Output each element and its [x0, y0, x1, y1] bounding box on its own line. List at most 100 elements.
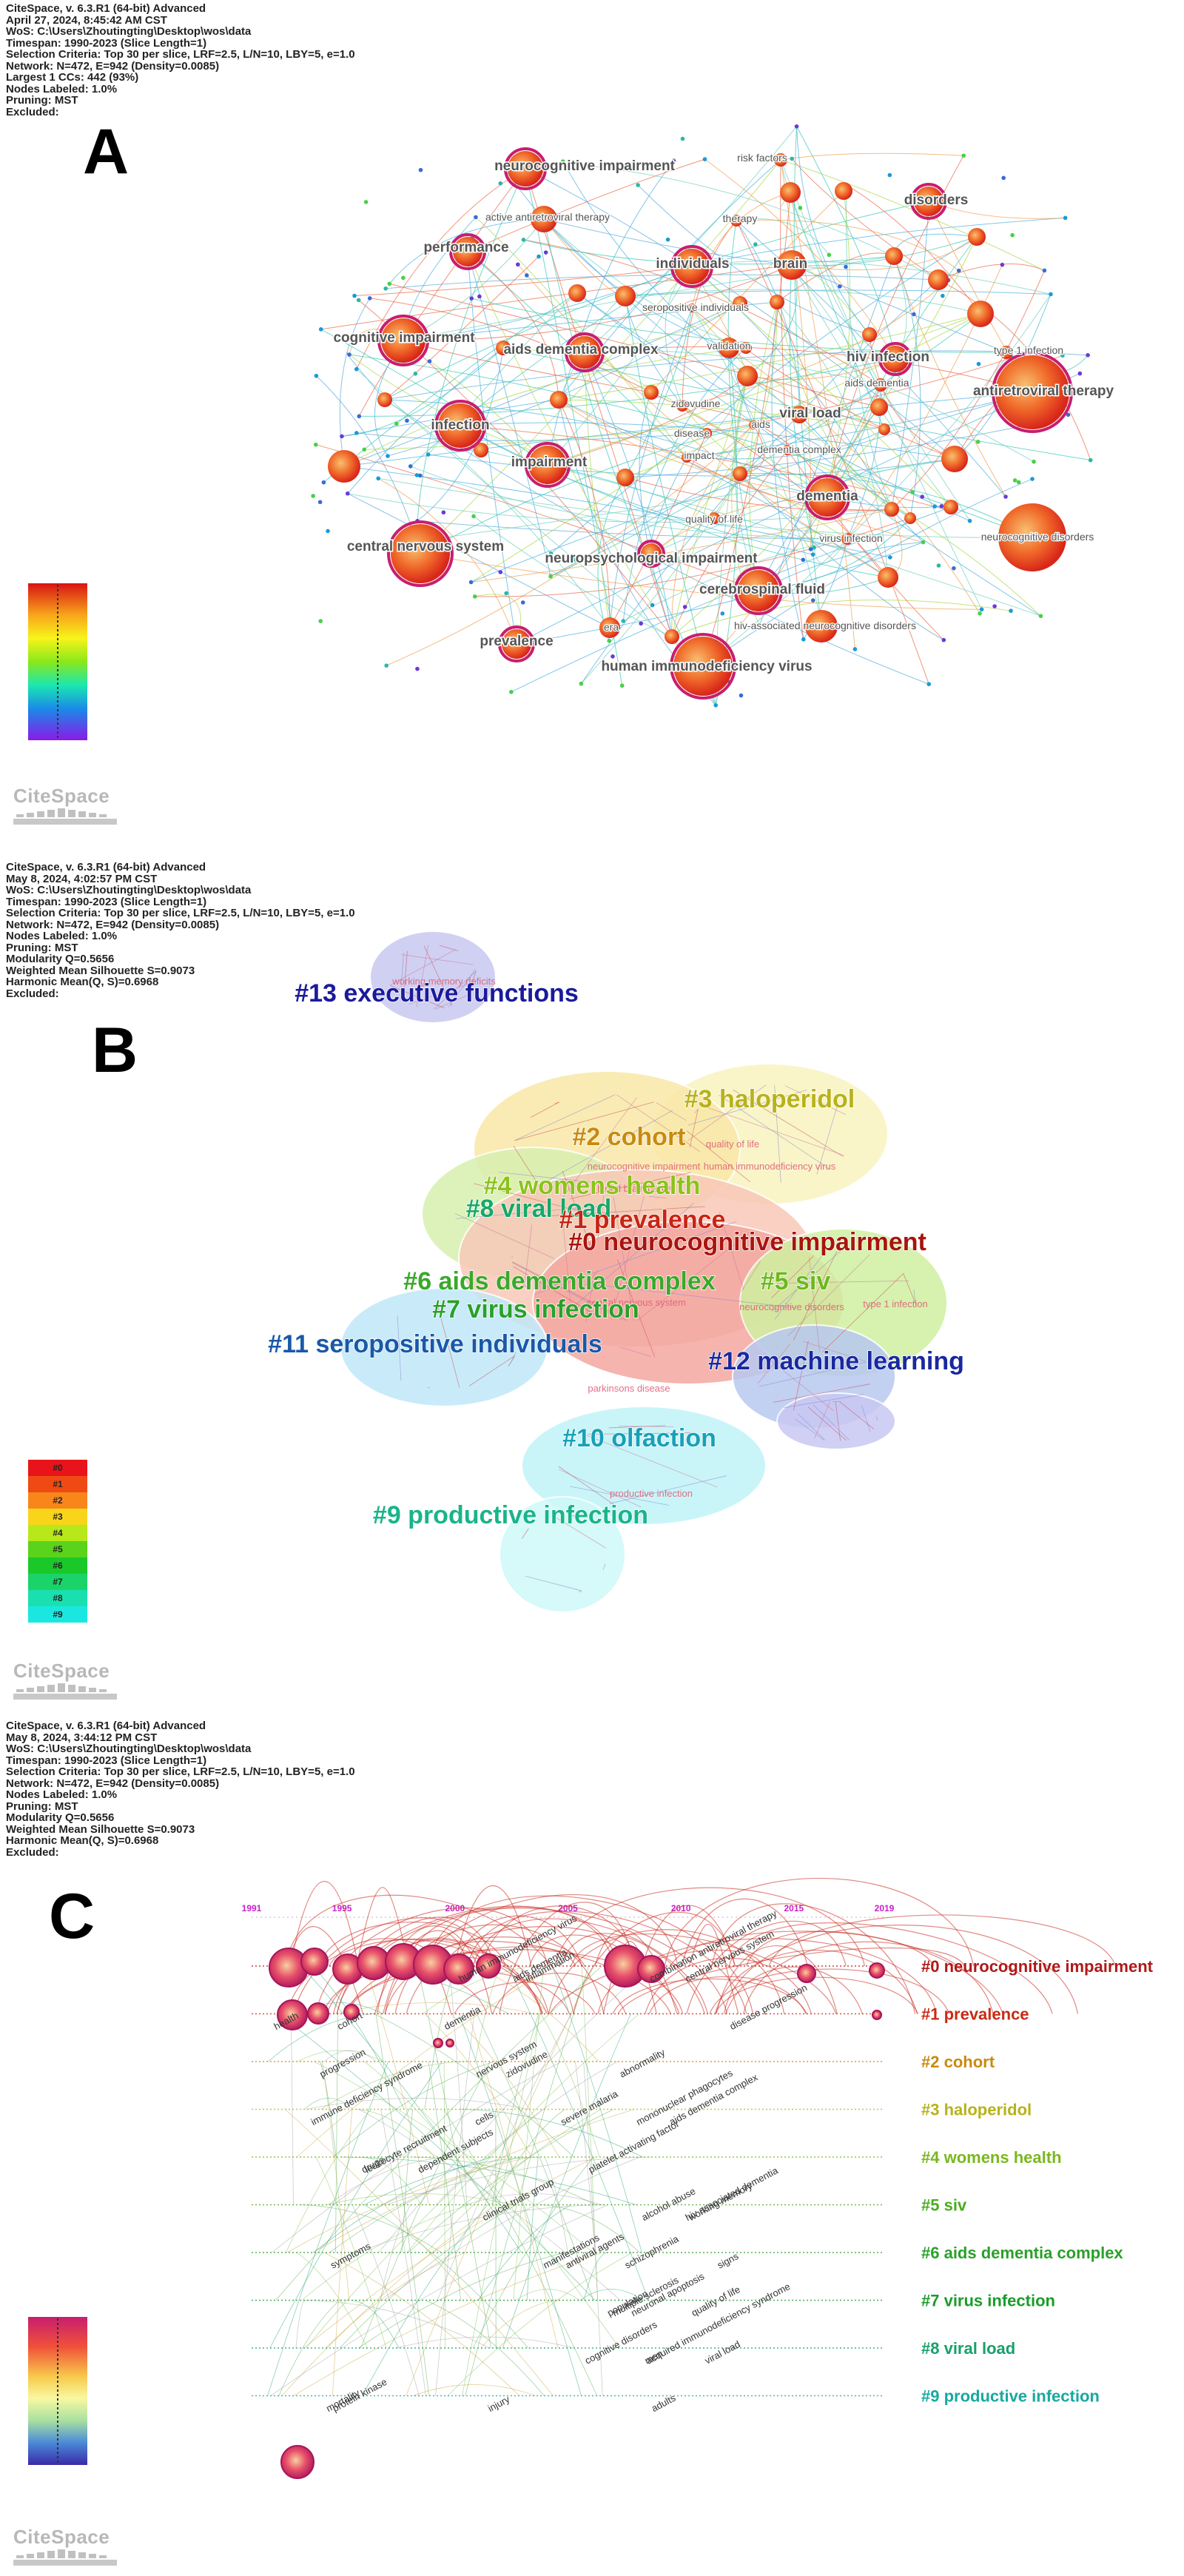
timeline-arc: [594, 1929, 678, 2014]
timeline-cluster-labels: #0 neurocognitive impairment#1 prevalenc…: [921, 1957, 1154, 2406]
cluster-edge: [609, 1475, 727, 1504]
network-node: [878, 567, 898, 588]
timeline-link: [364, 2204, 529, 2349]
cluster-edge: [602, 1563, 606, 1570]
network-node: [808, 478, 847, 517]
network-node-small: [1000, 262, 1005, 267]
network-node-small: [932, 504, 937, 509]
network-edge: [517, 264, 889, 578]
network-node: [377, 392, 392, 407]
meta-line: Pruning: MST: [6, 941, 78, 954]
network-node-small: [474, 215, 478, 220]
network-node: [835, 182, 852, 200]
cluster-edge: [498, 1172, 590, 1183]
cluster-edge: [687, 1090, 807, 1126]
cluster-edge: [512, 1262, 623, 1321]
timeline-link: [320, 2061, 466, 2110]
cluster-edge: [766, 1356, 834, 1412]
cluster-labels: #13 executive functions#3 haloperidol#2 …: [267, 979, 964, 1530]
network-node-small: [702, 157, 707, 161]
cluster-legend-label: #3: [53, 1512, 63, 1522]
timeline-link: [267, 2013, 377, 2062]
timeline-link: [380, 2204, 411, 2301]
cluster-region: [340, 1287, 548, 1407]
meta-line: Modularity Q=0.5656: [6, 1811, 115, 1824]
network-node-small: [790, 156, 794, 161]
meta-line: Selection Criteria: Top 30 per slice, LR…: [6, 48, 355, 61]
network-edge: [460, 422, 955, 460]
cluster-edge: [774, 1084, 781, 1183]
network-edge: [558, 399, 828, 498]
network-edge: [417, 347, 504, 522]
network-edge: [377, 477, 517, 645]
cluster-edge: [582, 1270, 599, 1289]
timeline-link: [301, 2204, 470, 2301]
cluster-edge: [610, 1196, 645, 1320]
network-edge: [691, 307, 955, 460]
network-node-small: [321, 480, 326, 485]
network-node-small: [573, 557, 578, 562]
network-node-small: [394, 421, 399, 426]
network-node-small: [967, 518, 972, 523]
cluster-edge: [390, 985, 445, 1009]
network-node: [496, 341, 511, 355]
network-node: [644, 385, 659, 400]
network-node-small: [363, 200, 369, 204]
network-edge: [562, 161, 800, 415]
timeline-node: [872, 2010, 882, 2020]
network-node: [998, 503, 1066, 571]
network-node: [862, 327, 877, 342]
cluster-edge: [773, 1383, 870, 1403]
timeline-arc: [617, 1947, 965, 2014]
timeline-arc: [746, 1931, 1003, 2014]
network-node: [730, 215, 742, 227]
network-node: [841, 533, 853, 545]
network-node-label: active antiretroviral therapy: [485, 211, 610, 223]
cluster-label: #6 aids dementia complex: [403, 1267, 715, 1295]
timeline-link: [275, 1965, 602, 2301]
timeline-link: [326, 2193, 512, 2205]
network-edge: [558, 313, 981, 400]
network-edge: [704, 158, 896, 360]
network-node-small: [471, 514, 476, 519]
network-node-small: [920, 494, 925, 499]
network-node-small: [1049, 292, 1053, 297]
network-node-small: [313, 442, 318, 447]
network-node-label: dementia: [796, 489, 858, 504]
network-node-small: [808, 547, 813, 551]
network-node: [687, 303, 696, 312]
network-node-small: [548, 574, 553, 579]
cluster-edge: [903, 1273, 917, 1305]
network-node-small: [636, 183, 640, 187]
network-edge: [625, 423, 1035, 478]
timeline-node: [433, 2038, 443, 2048]
timeline-cluster-label: #8 viral load: [921, 2339, 1015, 2358]
cluster-edge: [784, 1394, 864, 1409]
cluster-edge: [814, 1401, 830, 1438]
network-edge: [776, 301, 892, 510]
timeline-link: [278, 2013, 596, 2301]
cluster-edge: [821, 1273, 904, 1353]
network-edge: [502, 167, 730, 349]
cluster-label: #11 seropositive individuals: [268, 1330, 602, 1358]
meta-line: Harmonic Mean(Q, S)=0.6968: [6, 976, 159, 988]
network-edge: [938, 264, 1045, 281]
network-node: [531, 206, 557, 232]
network-node-ring: [734, 566, 783, 615]
timeline-arc: [573, 1911, 736, 2014]
network-node-small: [386, 454, 390, 458]
timeline-link: [413, 2384, 536, 2396]
network-edge: [558, 399, 889, 578]
network-node-label: impairment: [511, 455, 588, 470]
network-node: [884, 502, 899, 517]
cluster-edge: [608, 1425, 666, 1429]
timeline-link: [304, 2098, 353, 2110]
network-edge: [791, 264, 970, 521]
network-node-label: prevalence: [480, 634, 553, 649]
network-edge: [736, 218, 830, 255]
network-node-small: [314, 373, 319, 378]
network-edge: [739, 473, 1033, 538]
network-node: [508, 151, 543, 187]
network-node-small: [468, 580, 474, 585]
timeline-link: [460, 2109, 643, 2158]
